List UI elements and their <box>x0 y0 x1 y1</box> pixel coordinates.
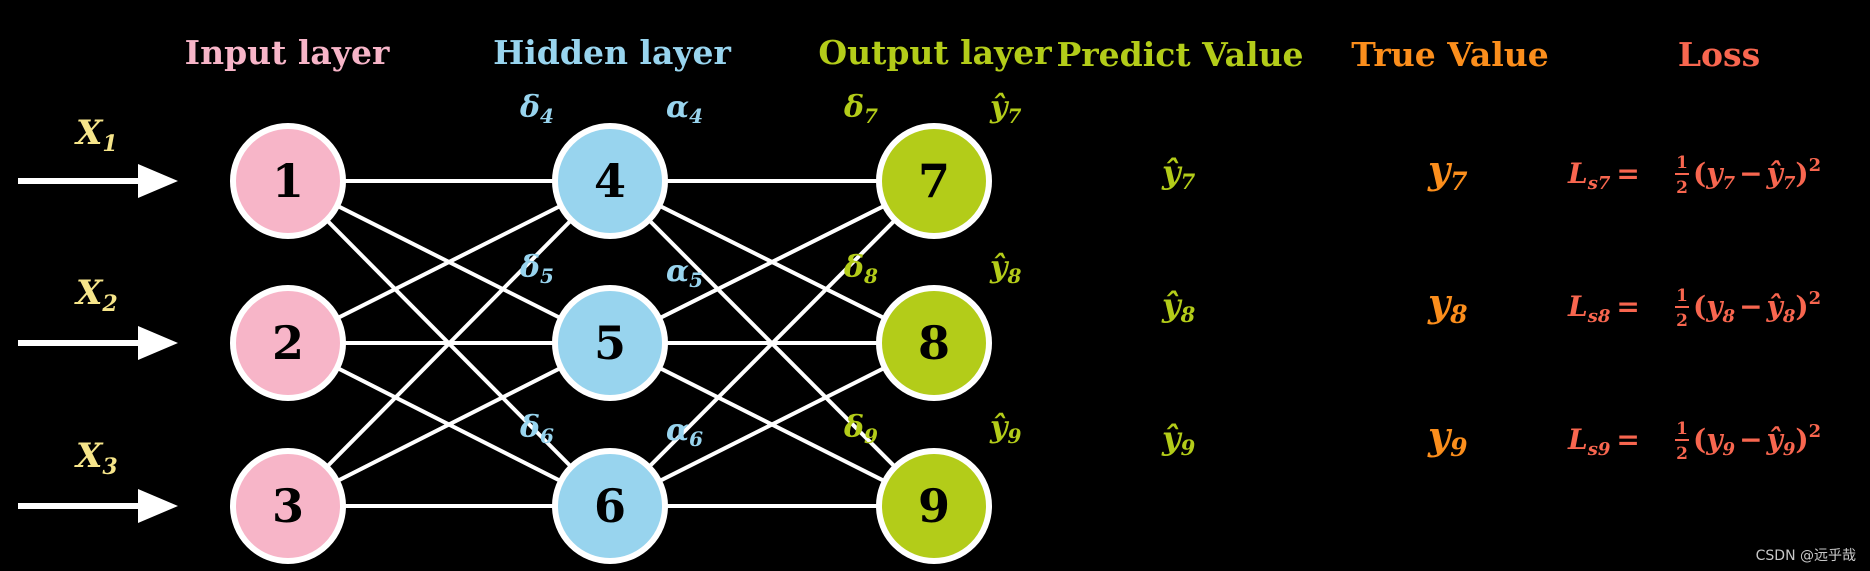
svg-text:1: 1 <box>1676 419 1688 439</box>
input-arrow-2 <box>18 326 178 360</box>
hidden-node-6: 6 <box>552 448 668 564</box>
output-yhat-9: ŷ9 <box>989 410 1021 448</box>
output-node-8: 8 <box>876 285 992 401</box>
input-node-1: 1 <box>230 123 346 239</box>
svg-text:2: 2 <box>272 316 304 370</box>
svg-text:3: 3 <box>272 479 304 533</box>
svg-text:(y8−ŷ8)2: (y8−ŷ8)2 <box>1693 288 1821 327</box>
input-node-3: 3 <box>230 448 346 564</box>
true-value-header: True Value <box>1351 35 1549 74</box>
svg-text:1: 1 <box>1676 153 1688 173</box>
loss-formula-9: Ls9= 1 2 (y9−ŷ9)2 <box>1567 419 1821 464</box>
edge-2-4 <box>287 179 611 345</box>
loss-formula-8: Ls8= 1 2 (y8−ŷ8)2 <box>1567 286 1821 331</box>
svg-text:1: 1 <box>1676 286 1688 306</box>
input-arrow-1 <box>18 164 178 198</box>
hidden-alpha-6: α6 <box>666 413 703 451</box>
edge-3-4 <box>286 179 612 508</box>
watermark-text: CSDN @远乎哉 <box>1755 548 1856 564</box>
svg-text:6: 6 <box>594 479 626 533</box>
edge-3-5 <box>287 341 611 508</box>
edge-6-7 <box>608 179 936 508</box>
edge-6-8 <box>609 341 935 508</box>
output-node-7: 7 <box>876 123 992 239</box>
hidden-delta-5: δ5 <box>519 250 554 288</box>
hidden-alpha-4: α4 <box>666 90 703 128</box>
svg-text:(y7−ŷ7)2: (y7−ŷ7)2 <box>1693 155 1821 194</box>
svg-text:(y9−ŷ9)2: (y9−ŷ9)2 <box>1693 421 1821 460</box>
input-node-2: 2 <box>230 285 346 401</box>
svg-text:Ls8=: Ls8= <box>1567 290 1640 327</box>
svg-text:7: 7 <box>918 154 950 208</box>
input-arrow-3 <box>18 489 178 523</box>
svg-text:4: 4 <box>594 154 626 208</box>
svg-text:1: 1 <box>272 154 304 208</box>
predict-value-9: ŷ9 <box>1161 419 1196 460</box>
svg-text:2: 2 <box>1676 444 1688 464</box>
hidden-delta-6: δ6 <box>519 410 554 448</box>
input-label-x3: X3 <box>74 436 118 480</box>
loss-header: Loss <box>1678 35 1760 74</box>
hidden-delta-4: δ4 <box>519 90 554 128</box>
svg-text:2: 2 <box>1676 178 1688 198</box>
input-label-x1: X1 <box>74 113 118 157</box>
output-layer-header: Output layer <box>818 33 1052 72</box>
svg-text:5: 5 <box>594 316 626 370</box>
hidden-alpha-5: α5 <box>666 254 703 292</box>
output-delta-9: δ9 <box>843 410 878 448</box>
loss-formula-7: Ls7= 1 2 (y7−ŷ7)2 <box>1567 153 1821 198</box>
output-yhat-7: ŷ7 <box>989 90 1021 128</box>
input-layer-header: Input layer <box>185 33 390 72</box>
output-delta-8: δ8 <box>843 250 878 288</box>
predict-value-8: ŷ8 <box>1161 286 1196 327</box>
svg-text:8: 8 <box>918 316 950 370</box>
svg-text:Ls9=: Ls9= <box>1567 423 1640 460</box>
hidden-node-5: 5 <box>552 285 668 401</box>
output-yhat-8: ŷ8 <box>989 250 1021 288</box>
svg-text:9: 9 <box>918 479 950 533</box>
predict-value-header: Predict Value <box>1056 35 1303 74</box>
edge-5-7 <box>609 179 935 345</box>
output-node-9: 9 <box>876 448 992 564</box>
svg-text:2: 2 <box>1676 311 1688 331</box>
true-value-8: y8 <box>1427 280 1468 329</box>
true-value-9: y9 <box>1427 413 1468 462</box>
hidden-node-4: 4 <box>552 123 668 239</box>
output-delta-7: δ7 <box>843 90 878 128</box>
svg-text:Ls7=: Ls7= <box>1567 157 1640 194</box>
input-label-x2: X2 <box>74 273 118 317</box>
hidden-layer-header: Hidden layer <box>493 33 731 72</box>
true-value-7: y7 <box>1427 147 1468 196</box>
predict-value-7: ŷ7 <box>1161 153 1196 194</box>
